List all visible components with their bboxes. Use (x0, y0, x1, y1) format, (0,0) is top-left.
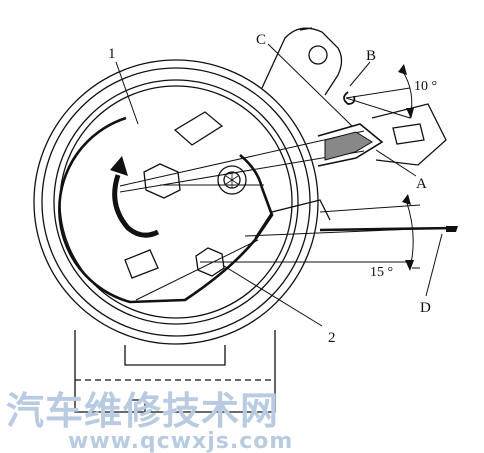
angle-label-10: 10 ° (414, 79, 437, 94)
label-a: A (416, 176, 427, 192)
pulley-ring-2 (41, 67, 311, 337)
pulley-ring-3 (53, 79, 299, 325)
center-hex-bolt (143, 163, 181, 199)
label-2: 2 (328, 330, 336, 346)
label-c: C (256, 32, 266, 48)
base-bracket (74, 330, 276, 413)
rotation-arrow (112, 174, 160, 238)
watermark-url: www.qcwxjs.com (68, 429, 293, 453)
pulley-outer-ring (33, 59, 319, 345)
adjust-hex-nut (195, 247, 225, 277)
watermark-title: 汽车维修技术网 (6, 389, 279, 433)
notch-b (343, 91, 356, 105)
mounting-bracket (261, 27, 343, 96)
label-b: B (366, 48, 376, 64)
label-1: 1 (108, 46, 116, 62)
small-roller (217, 165, 247, 195)
index-line-d (319, 226, 456, 232)
pointer-arm (317, 123, 384, 167)
bracket-hole (308, 45, 328, 65)
angle-label-15: 15 ° (370, 265, 393, 280)
eccentric-plate (58, 116, 274, 304)
label-d: D (420, 300, 431, 316)
